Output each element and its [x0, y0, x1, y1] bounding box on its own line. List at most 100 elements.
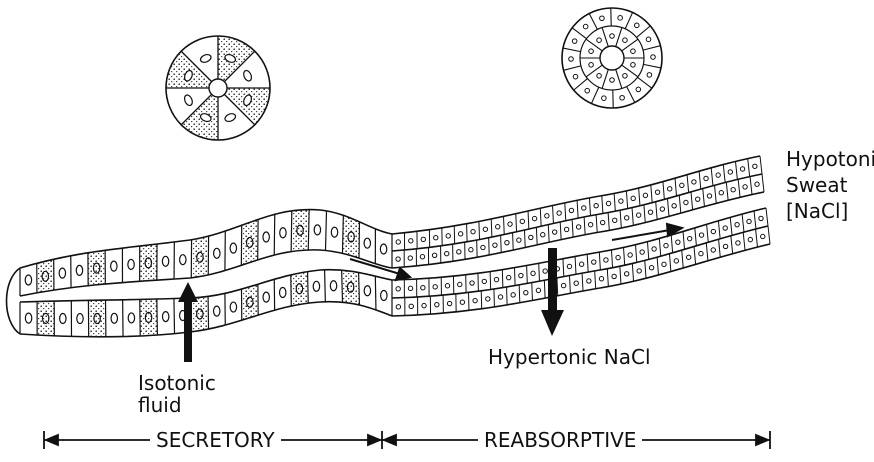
reabsorb-upper-inner-cell-nucleus — [613, 218, 617, 222]
reabsorb-lower-outer-cell-nucleus — [498, 295, 502, 299]
reabsorb-upper-inner-cell-nucleus — [469, 248, 473, 252]
reabsorb-upper-outer-cell-nucleus — [496, 225, 500, 229]
reabsorb-upper-outer-cell-nucleus — [483, 227, 487, 231]
reabsorb-cross-nucleus — [610, 34, 615, 39]
secretory-lower-cell-wall — [157, 299, 158, 335]
reabsorb-lower-inner-cell-nucleus — [652, 247, 656, 251]
reabsorb-upper-inner-cell-wall — [536, 227, 537, 245]
reabsorb-lower-outer-cell-wall — [743, 232, 745, 250]
reabsorb-cross-nucleus — [620, 95, 625, 100]
reabsorb-lower-outer-cell-nucleus — [574, 281, 578, 285]
reabsorb-cross-inner-wall — [602, 69, 608, 88]
reabsorb-upper-outer-cell-nucleus — [421, 237, 425, 241]
reabsorb-upper-outer-cell-wall — [651, 185, 652, 203]
reabsorb-upper-inner-cell-wall — [596, 215, 597, 233]
reabsorb-upper-outer-cell-wall — [723, 165, 725, 183]
isotonic-label: Isotonic — [138, 372, 216, 394]
reabsorb-upper-inner-cell-wall — [762, 174, 764, 192]
reabsorb-lower-inner-cell-wall — [718, 221, 720, 239]
reabsorb-upper-outer-cell-wall — [626, 191, 627, 209]
reabsorb-upper-inner-cell-nucleus — [529, 235, 533, 239]
fluid-label: fluid — [138, 394, 182, 416]
reabsorb-lower-inner-cell-nucleus — [494, 277, 498, 281]
secretory-lower-cell-nucleus — [128, 313, 134, 323]
reabsorb-upper-outer-cell-nucleus — [520, 219, 524, 223]
reabsorb-upper-inner-cell-nucleus — [505, 240, 509, 244]
reabsorb-lower-outer-cell-nucleus — [637, 269, 641, 273]
reabsorb-upper-outer-cell-nucleus — [557, 211, 561, 215]
secretory-upper-cell-nucleus — [128, 259, 134, 269]
reabsorb-upper-inner-cell-wall — [726, 182, 728, 200]
reabsorb-upper-inner-cell-nucleus — [432, 253, 436, 257]
reabsorptive-tubule — [392, 156, 770, 316]
reabsorb-lower-inner-cell-wall — [766, 208, 768, 226]
reabsorb-cross-outer-wall — [574, 79, 588, 91]
reabsorb-upper-outer-cell-wall — [491, 219, 492, 237]
reabsorb-upper-outer-cell-nucleus — [396, 240, 400, 244]
secretory-upper-cell-nucleus — [76, 265, 82, 275]
reabsorb-lower-outer-cell-nucleus — [447, 301, 451, 305]
secretory-lower-cell-wall — [174, 299, 175, 334]
reabsorb-lower-outer-cell-wall — [507, 287, 508, 305]
secretory-upper-cell-dark-cell — [140, 244, 157, 281]
secretory-lower-cell-wall — [375, 276, 376, 310]
reabsorb-cross-inner-wall — [602, 28, 608, 47]
reabsorb-lower-outer-cell-nucleus — [761, 234, 765, 238]
reabsorb-lower-inner-cell-wall — [587, 254, 588, 272]
reabsorb-lower-outer-cell-wall — [532, 283, 533, 301]
reabsorb-lower-inner-cell-wall — [671, 235, 672, 253]
reabsorb-upper-inner-cell-wall — [584, 217, 585, 235]
reabsorb-lower-inner-cell-nucleus — [421, 285, 425, 289]
reabsorb-lower-inner-cell-wall — [599, 252, 600, 270]
reabsorb-lower-outer-cell-nucleus — [524, 290, 528, 294]
reabsorb-lower-outer-cell-wall — [719, 239, 721, 257]
reabsorb-upper-outer-cell-wall — [687, 175, 689, 193]
reabsorb-upper-inner-cell-nucleus — [564, 227, 568, 231]
secretory-lower-cell-dark-cell — [140, 299, 158, 336]
reabsorb-lower-inner-cell-wall — [683, 231, 685, 249]
reabsorb-lower-outer-cell-wall — [494, 289, 495, 307]
reabsorb-upper-inner-cell-nucleus — [552, 230, 556, 234]
reabsorb-lower-outer-cell-nucleus — [473, 298, 477, 302]
reabsorb-cross-nucleus — [589, 49, 594, 54]
reabsorb-lower-inner-cell-nucleus — [759, 216, 763, 220]
reabsorb-cross-nucleus — [631, 62, 636, 67]
reabsorb-lower-inner-cell-nucleus — [616, 255, 620, 259]
reabsorb-cross-outer-wall — [637, 26, 651, 38]
secretory-lower-cell-nucleus — [263, 292, 269, 302]
reabsorb-upper-inner-cell-wall — [738, 179, 740, 197]
reabsorb-upper-outer-cell-nucleus — [409, 239, 413, 243]
reabsorb-upper-inner-cell-nucleus — [707, 194, 711, 198]
reabsorb-upper-inner-cell-wall — [501, 235, 502, 252]
secretory-cross-nucleus — [199, 53, 212, 64]
reabsorb-lower-outer-cell-nucleus — [662, 262, 666, 266]
reabsorb-lower-outer-cell-nucleus — [612, 274, 616, 278]
secretory-lower-cell-nucleus — [162, 312, 168, 322]
reabsorb-upper-outer-cell-wall — [504, 216, 505, 234]
reabsorb-cross-outer-wall — [563, 48, 581, 52]
reabsorb-lower-inner-cell-wall — [730, 217, 732, 235]
reabsorb-cross-inner-wall — [586, 39, 602, 51]
reabsorb-upper-inner-cell-nucleus — [576, 225, 580, 229]
reabsorb-lower-outer-cell-nucleus — [624, 272, 628, 276]
reabsorb-lower-inner-cell-nucleus — [543, 269, 547, 273]
reabsorb-upper-inner-cell-wall — [632, 208, 633, 226]
reabsorb-lower-inner-cell-wall — [624, 247, 625, 265]
secretory-lower-cell-dark-cell — [37, 301, 54, 336]
reabsorb-lower-outer-cell-nucleus — [587, 279, 591, 283]
secretory-upper-cell-nucleus — [380, 244, 386, 254]
reabsorb-cross-nucleus — [602, 96, 607, 101]
reabsorb-lower-inner-cell-wall — [742, 214, 744, 232]
outlet-label-nacl: [NaCl] — [786, 200, 848, 222]
reabsorb-lower-inner-cell-nucleus — [458, 282, 462, 286]
secretory-upper-cell-nucleus — [263, 232, 269, 242]
reabsorb-upper-outer-cell-nucleus — [619, 199, 623, 203]
reabsorb-upper-outer-cell-nucleus — [643, 193, 647, 197]
reabsorb-lower-outer-cell-wall — [632, 263, 633, 281]
reabsorb-lower-inner-cell-nucleus — [664, 243, 668, 247]
reabsorb-cross-outer-wall — [572, 28, 586, 39]
secretory-upper-cell-nucleus — [314, 225, 320, 235]
flow-arrowhead-1 — [396, 268, 410, 280]
secretory-upper-cell-dark-cell — [291, 210, 309, 252]
reabsorb-cross-outer-wall — [564, 66, 581, 70]
